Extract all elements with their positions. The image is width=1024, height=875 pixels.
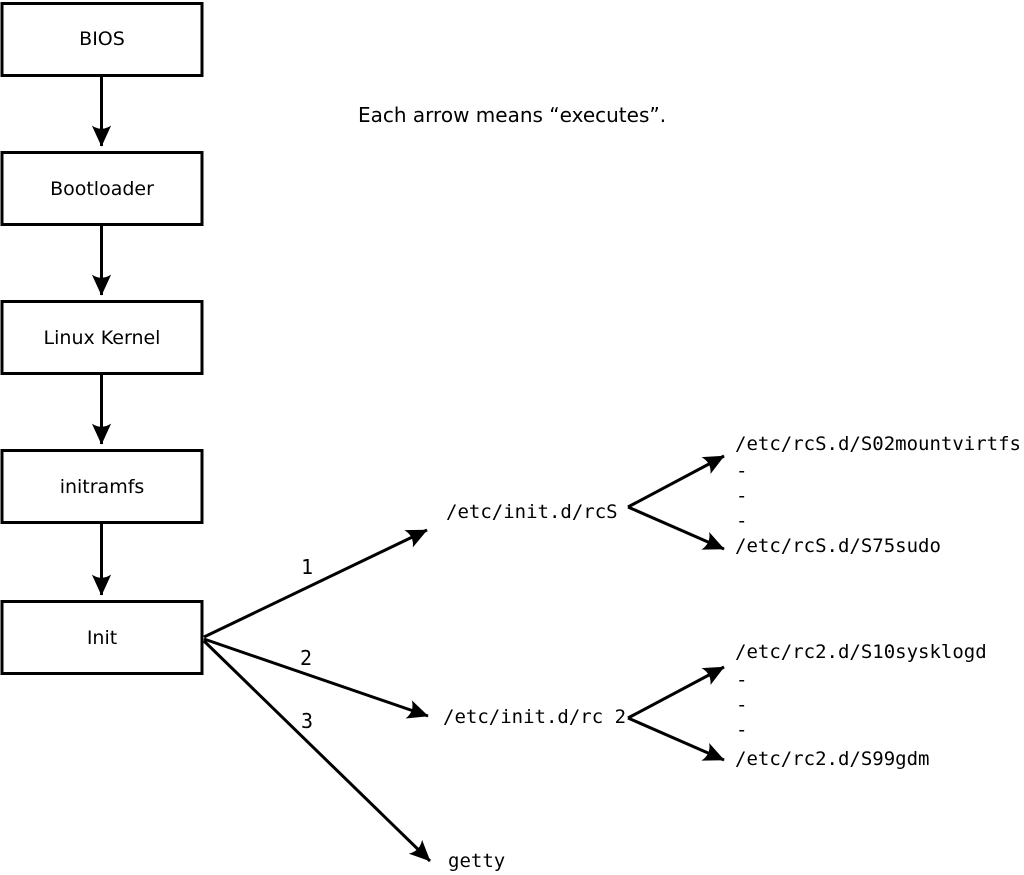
node-box-bios: [0, 2, 204, 77]
rcs-ellipsis-dash: -: [736, 460, 747, 482]
branch-number-2: 2: [300, 646, 312, 670]
node-box-initramfs: [0, 449, 204, 524]
arrow-init-to-rc2: [203, 637, 429, 719]
rcs-ellipsis-dash: -: [736, 510, 747, 532]
rcs-ellipsis-dash: -: [736, 485, 747, 507]
flow-column: BIOS Bootloader Linux Kernel initramfs I…: [0, 2, 204, 675]
arrow-rcs-to-last: [627, 505, 725, 551]
rcs-fanout: /etc/rcS.d/S02mountvirtfs - - - /etc/rcS…: [627, 433, 1021, 557]
rcs-first-entry: /etc/rcS.d/S02mountvirtfs: [735, 433, 1021, 455]
node-label-init: Init: [87, 627, 117, 649]
rc2-script-label: /etc/init.d/rc 2: [443, 706, 626, 728]
node-box-bootloader: [0, 151, 204, 226]
node-box-init: [0, 600, 204, 675]
note-text: Each arrow means “executes”.: [358, 103, 666, 127]
arrow-init-to-getty: [202, 639, 432, 863]
branch-number-3: 3: [301, 709, 313, 733]
rc2-first-entry: /etc/rc2.d/S10sysklogd: [735, 641, 987, 663]
rc2-ellipsis-dash: -: [736, 669, 747, 691]
rc2-fanout: /etc/rc2.d/S10sysklogd - - - /etc/rc2.d/…: [627, 641, 987, 770]
getty-label: getty: [448, 850, 505, 872]
arrow-rc2-to-last: [627, 716, 725, 762]
rcs-script-label: /etc/init.d/rcS: [446, 501, 618, 523]
node-label-initramfs: initramfs: [60, 476, 145, 498]
arrow-rc2-to-first: [627, 665, 725, 720]
arrow-init-to-rcs: [203, 528, 428, 639]
node-label-linux-kernel: Linux Kernel: [44, 327, 161, 349]
rc2-ellipsis-dash: -: [736, 694, 747, 716]
node-box-linux-kernel: [0, 300, 204, 375]
init-branches: 1 /etc/init.d/rcS 2 /etc/init.d/rc 2 3 g…: [202, 501, 626, 872]
arrow-rcs-to-first: [627, 454, 725, 509]
rc2-last-entry: /etc/rc2.d/S99gdm: [735, 748, 929, 770]
node-label-bootloader: Bootloader: [50, 178, 154, 200]
rc2-ellipsis-dash: -: [736, 719, 747, 741]
rcs-last-entry: /etc/rcS.d/S75sudo: [735, 535, 941, 557]
node-label-bios: BIOS: [79, 28, 125, 50]
branch-number-1: 1: [301, 555, 313, 579]
